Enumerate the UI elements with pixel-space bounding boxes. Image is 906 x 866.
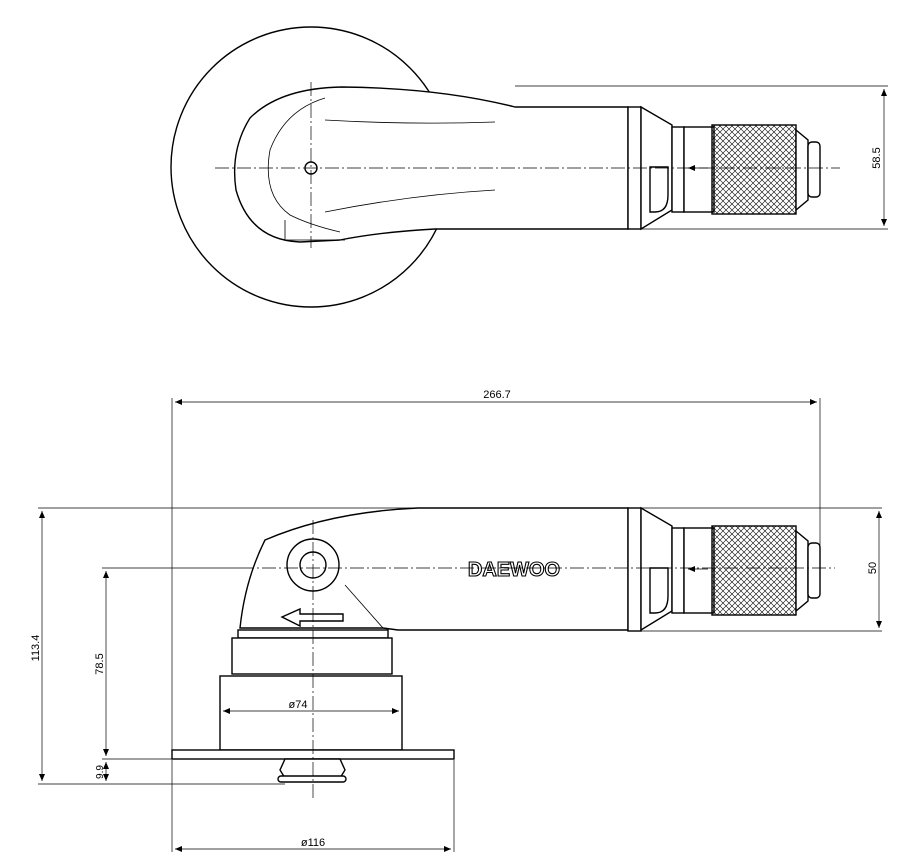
side-view-fitting [807,542,821,599]
side-view-nipple [795,529,809,613]
side-view-cone-cap [649,567,669,614]
top-view-cone-cap [649,166,669,213]
top-view-nipple [795,128,809,212]
dim-pad-diameter: ø116 [301,837,325,849]
top-view-head-lip [284,220,345,241]
side-view: 266.7 DAEWOO 50 [30,389,882,852]
dim-overall-length: 266.7 [483,389,511,401]
side-view-neck [671,527,685,614]
dim-body-diameter: ø74 [289,699,308,711]
top-view-fitting [807,141,821,198]
top-view-head [233,86,629,243]
side-view-knurled-grip [711,525,797,616]
dim-overall-height: 113.4 [30,635,42,662]
top-view-sleeve [683,126,715,213]
side-view-shroud [219,675,403,751]
top-view: 58.5 [170,26,888,308]
rotation-arrow-icon [280,607,344,628]
side-view-head-chamfer [344,584,384,629]
dim-spindle-height: 78.5 [94,653,106,674]
dim-top-height: 58.5 [871,147,883,168]
side-view-sleeve [683,527,715,614]
brand-logo: DAEWOO [468,559,560,581]
side-view-pad-nut-base [277,775,347,783]
dim-pad-thickness: 9.9 [95,765,106,779]
top-view-head-inner [267,97,341,233]
side-view-collar [627,507,642,632]
top-view-knurled-grip [711,124,797,215]
top-view-head-groove-upper [324,119,496,124]
top-view-neck [671,126,685,213]
dim-side-height: 50 [867,562,879,574]
top-view-head-groove-lower [324,189,496,213]
side-view-pad-nut [279,758,346,779]
side-view-gear-housing [231,637,393,675]
